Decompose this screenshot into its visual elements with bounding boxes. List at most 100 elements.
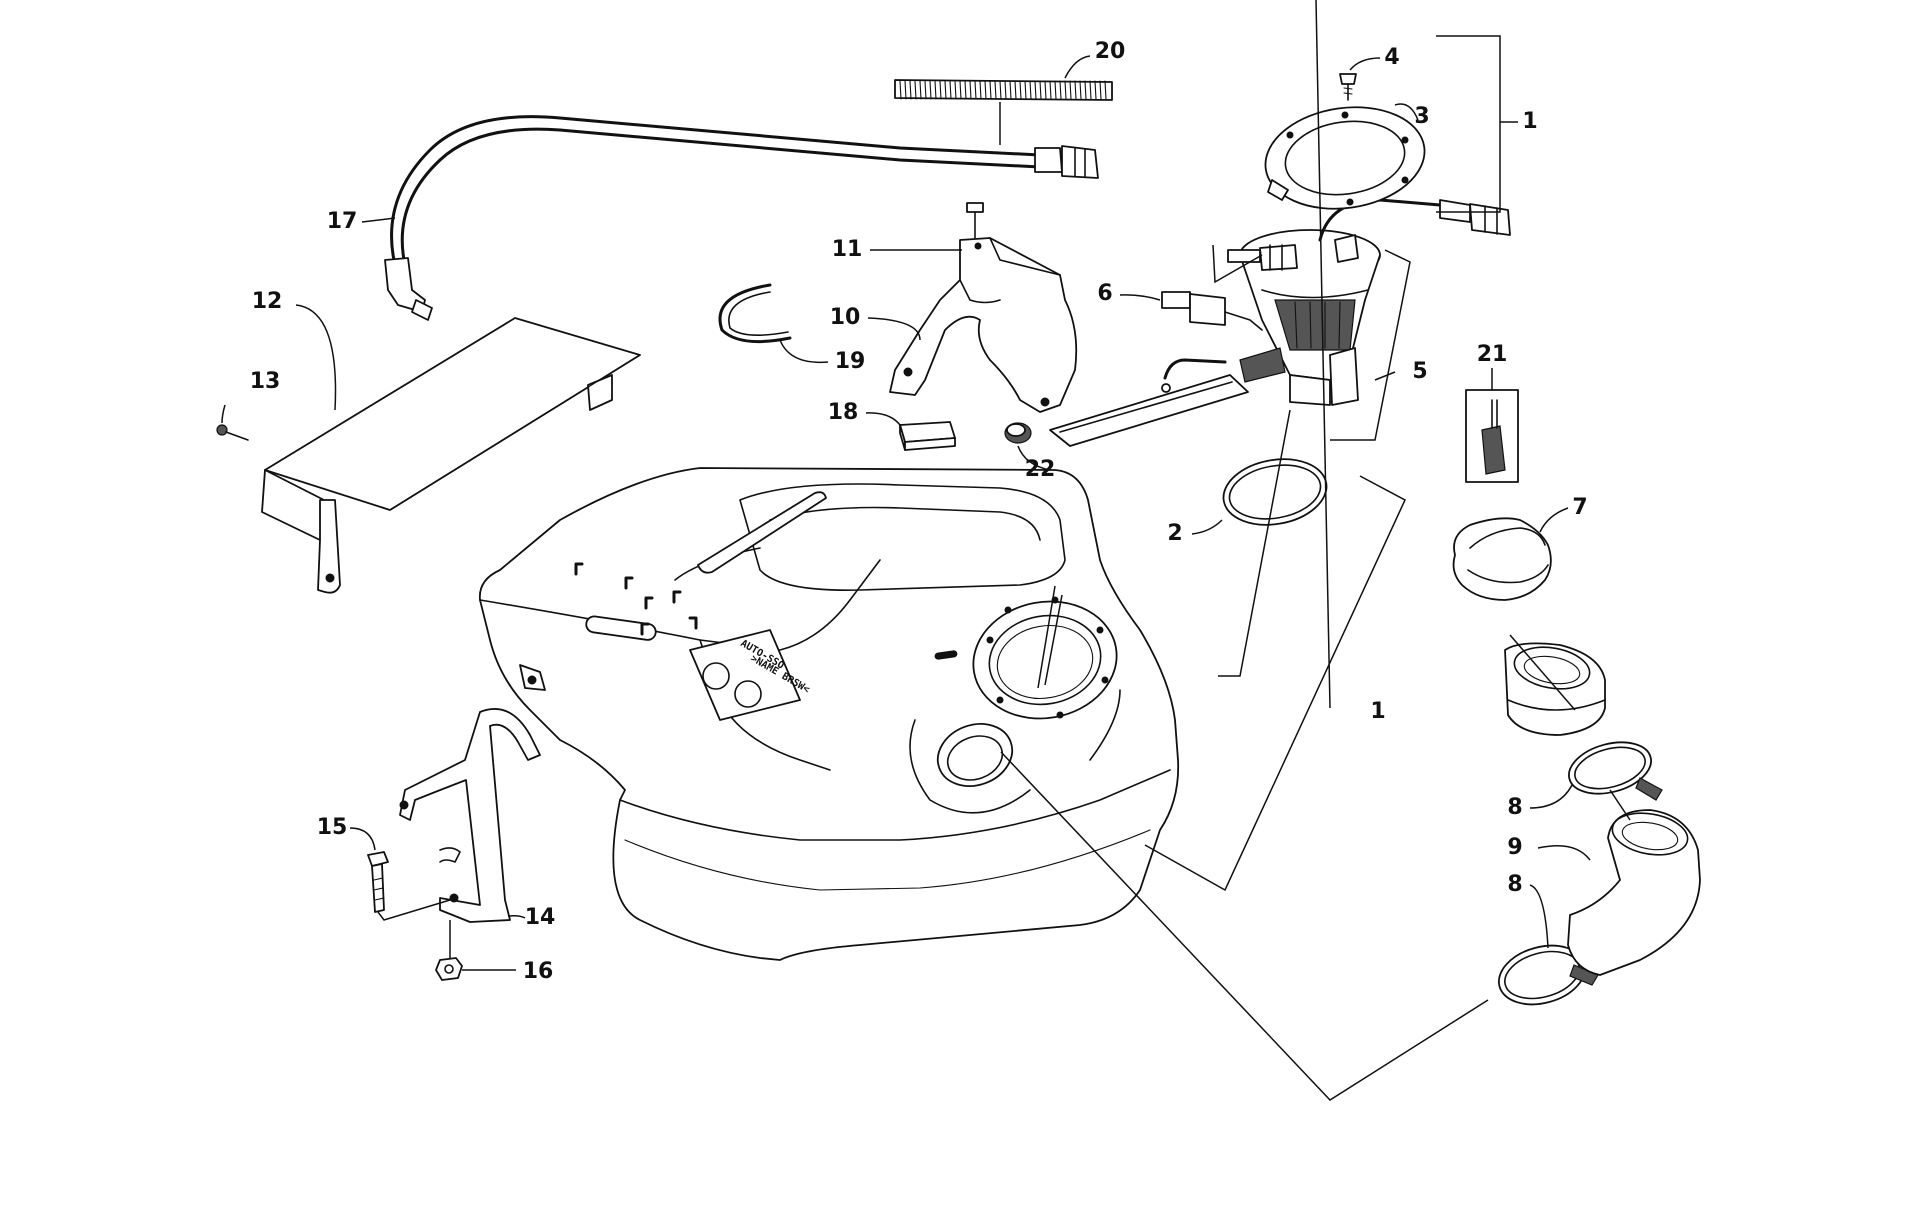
clamp-screw-upper — [1635, 777, 1663, 801]
rubber-pad — [899, 421, 956, 451]
cap-rim — [1467, 564, 1549, 584]
strap-hole-lower — [449, 893, 459, 903]
tank-bottom-seam — [624, 829, 1151, 891]
fuel-cap — [1452, 517, 1552, 601]
tank-slot — [585, 615, 657, 641]
bracket-hole-1 — [903, 367, 913, 377]
pump-base — [1289, 374, 1331, 406]
vent-hose-fitting — [1034, 147, 1063, 173]
callout-6: 6 — [1097, 281, 1112, 306]
bracket-top-fold — [989, 237, 1061, 276]
strap-body — [399, 708, 541, 923]
pad-front — [904, 437, 956, 451]
pump-connector — [1161, 291, 1263, 331]
tank-outline — [478, 467, 1180, 961]
sleeve-body — [894, 79, 1113, 101]
callout-3: 3 — [1414, 104, 1429, 129]
bracket-fold — [959, 279, 1001, 304]
tank-decal-circle-1 — [702, 662, 730, 690]
vent-hose-connector — [1061, 145, 1099, 179]
tank-filler-recess — [909, 719, 1031, 814]
pump-wire-plug-b — [1469, 203, 1511, 236]
pump-vent-port — [1227, 249, 1261, 263]
tank-tab-marks — [574, 562, 698, 636]
callout-8-upper: 8 — [1507, 795, 1522, 820]
hose-body — [1567, 809, 1701, 976]
vent-hose — [384, 115, 1099, 321]
strap-nut — [435, 957, 463, 981]
strap-hole-upper — [399, 800, 409, 810]
callout-14: 14 — [525, 905, 556, 930]
tank-pump-opening-inner — [996, 625, 1094, 699]
sleeve-corrugations — [899, 80, 1107, 100]
tank-vent-slot — [934, 650, 958, 660]
hose-clamp-lower — [1497, 944, 1599, 1006]
pump-top-connector — [1334, 234, 1359, 263]
callout-12: 12 — [252, 289, 283, 314]
bracket-hole-3 — [974, 242, 982, 250]
gasket-outer — [1264, 106, 1426, 210]
gasket-inner — [1284, 120, 1406, 196]
protective-sleeve — [894, 79, 1113, 101]
callout-4: 4 — [1384, 45, 1399, 70]
vent-hose-elbow-tip — [411, 299, 433, 321]
callout-13: 13 — [250, 369, 281, 394]
pump-wire-plug-a — [1439, 199, 1471, 223]
fuel-level-sender — [1465, 389, 1519, 483]
pump-gasket-plate — [1264, 106, 1426, 210]
callout-20: 20 — [1095, 39, 1126, 64]
hose-clamp-upper — [1568, 741, 1663, 801]
tank-bracket — [889, 237, 1078, 413]
callout-1-top: 1 — [1522, 109, 1537, 134]
bracket-bolt — [966, 202, 984, 239]
strap-bolt — [367, 851, 389, 913]
callout-1-lower: 1 — [1370, 699, 1385, 724]
filler-neck-adapter — [1504, 642, 1606, 736]
callouts: 20 4 3 1 17 11 6 12 10 21 19 13 5 18 22 … — [250, 39, 1588, 984]
tank-strap — [399, 708, 541, 923]
adapter-opening — [1513, 646, 1591, 690]
pump-outlet-fitting — [1259, 244, 1298, 271]
tank-flange-bolts — [986, 596, 1109, 719]
callout-15: 15 — [317, 815, 348, 840]
adapter-band — [1507, 699, 1606, 711]
hose-top-opening — [1611, 812, 1689, 856]
tank-saddle — [739, 483, 1066, 591]
hose-clip — [718, 283, 792, 344]
strap-slot — [439, 847, 461, 863]
callout-9: 9 — [1507, 835, 1522, 860]
tank-side-bolt — [527, 675, 537, 685]
pump-side-block — [1329, 347, 1359, 406]
bracket-body — [889, 237, 1078, 413]
sender-body — [1481, 425, 1506, 475]
tank-filler-neck-inner — [946, 735, 1004, 781]
tank-decal-panel — [689, 629, 801, 721]
callout-22: 22 — [1025, 457, 1056, 482]
tank-deck-edge — [479, 559, 881, 651]
callout-11: 11 — [832, 237, 863, 262]
tank-contour — [1089, 689, 1121, 761]
tank-lower-seam — [619, 769, 1171, 841]
pump-float-plate-edge — [1059, 381, 1233, 433]
vent-connector-ribs — [1074, 147, 1086, 178]
grommet — [1004, 422, 1032, 444]
bracket-hole-2 — [1040, 397, 1050, 407]
tank-rib-bar — [697, 491, 827, 574]
fuel-tank: AUTO-SSO >NAME BRSW< — [478, 467, 1180, 961]
gasket-screw — [1339, 73, 1357, 101]
shield-top-face — [264, 317, 641, 511]
shield-screw — [216, 424, 249, 441]
filler-hose — [1567, 809, 1701, 976]
pump-band — [1261, 289, 1369, 299]
callout-5: 5 — [1412, 359, 1427, 384]
clip-outer — [718, 283, 792, 344]
callout-2: 2 — [1167, 521, 1182, 546]
tank-decal-circle-2 — [734, 680, 762, 708]
gasket-tab — [1267, 179, 1289, 201]
cap-grip — [1469, 527, 1546, 549]
callout-7: 7 — [1572, 495, 1587, 520]
callout-21: 21 — [1477, 342, 1508, 367]
pump-filter — [1239, 347, 1286, 383]
